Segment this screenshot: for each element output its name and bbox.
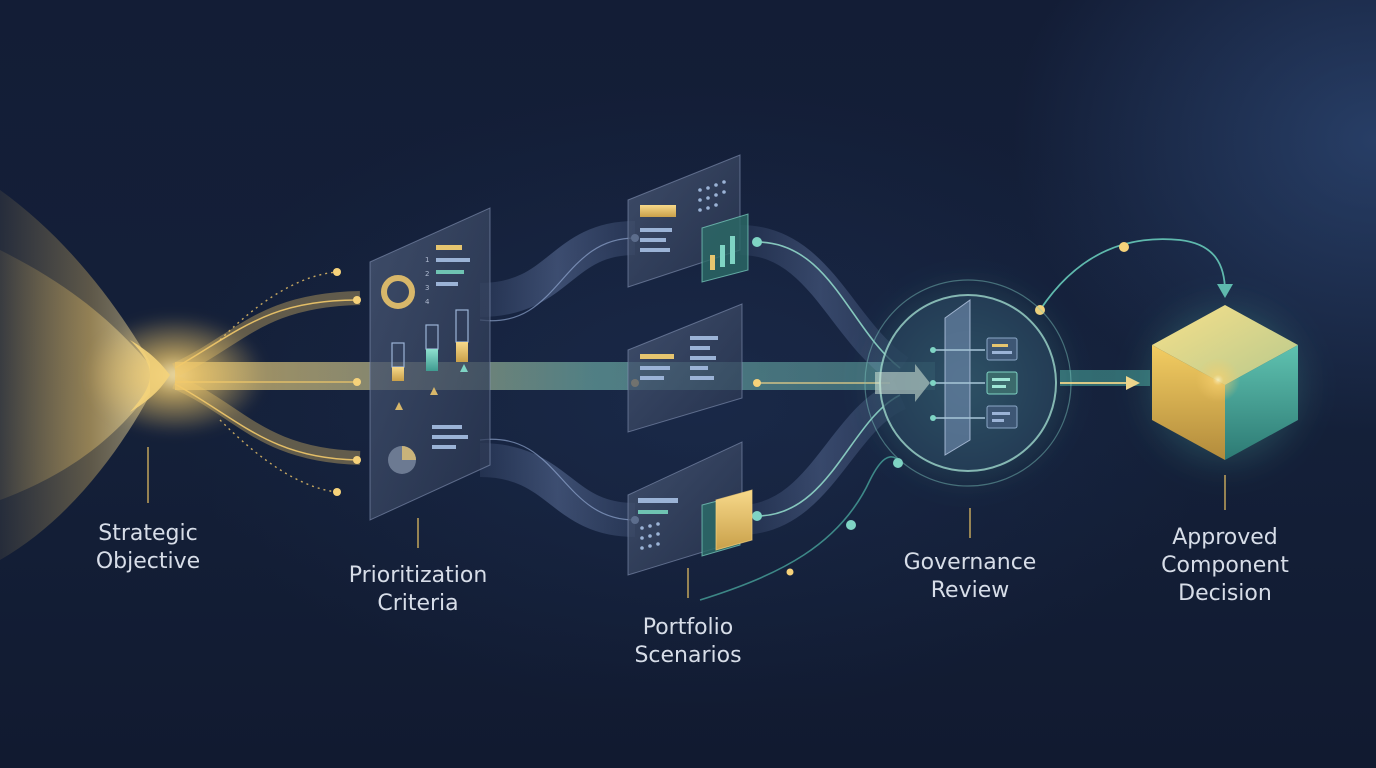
ranked-list: 1 2 3 4 (425, 245, 470, 306)
label-connectors (147, 447, 1226, 598)
label-line: Scenarios (634, 643, 742, 668)
prioritization-criteria-label: Prioritization Criteria (318, 562, 518, 618)
approved-component-decision-label: Approved Component Decision (1135, 524, 1315, 608)
governance-review-label: Governance Review (880, 549, 1060, 605)
rank-digit: 3 (425, 284, 429, 292)
pie-chart-icon (388, 425, 468, 474)
portfolio-scenarios-label: Portfolio Scenarios (598, 614, 778, 670)
scenario-panel-top (627, 154, 749, 288)
label-line: Prioritization (348, 563, 488, 588)
label-line: Strategic (98, 521, 198, 546)
bar-chart-icon (391, 309, 469, 410)
label-line: Component (1161, 553, 1289, 578)
main-flow-beam (175, 362, 935, 390)
rank-digit: 2 (425, 270, 429, 278)
governance-review-hub (858, 273, 1078, 493)
label-line: Criteria (377, 591, 459, 616)
criteria-input-flows (172, 271, 361, 493)
prioritization-criteria-panel: 1 2 3 4 (369, 207, 491, 521)
label-line: Objective (95, 549, 201, 574)
strategic-objective-label: Strategic Objective (60, 520, 236, 576)
label-line: Governance (903, 550, 1037, 575)
donut-chart-icon (381, 275, 415, 309)
criteria-input-nodes (333, 268, 361, 496)
approved-decision-cube (1130, 290, 1320, 480)
rank-digit: 1 (425, 256, 429, 264)
scenario-panel-bottom (627, 441, 753, 576)
scenario-panel-middle (627, 303, 743, 433)
label-line: Decision (1178, 581, 1272, 606)
rank-digit: 4 (425, 298, 430, 306)
label-line: Approved (1172, 525, 1278, 550)
label-line: Review (930, 578, 1010, 603)
label-line: Portfolio (642, 615, 734, 640)
